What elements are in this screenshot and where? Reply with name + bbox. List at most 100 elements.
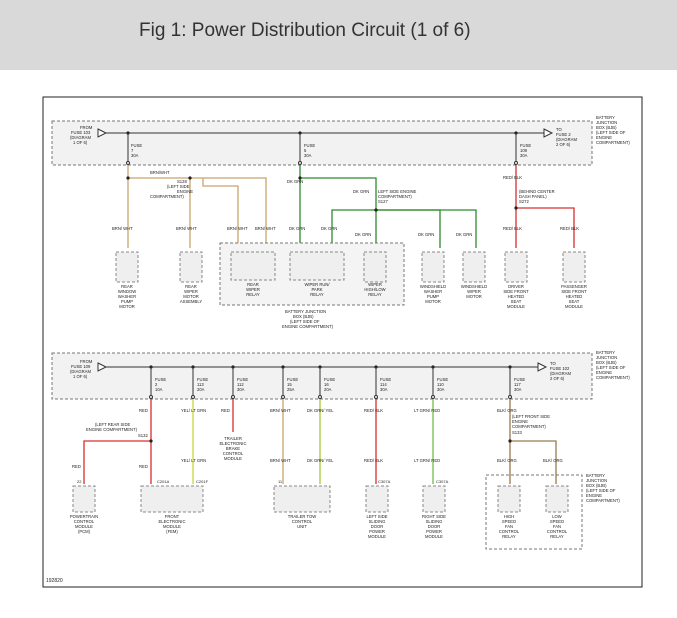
svg-text:BATTERY: BATTERY (586, 473, 605, 478)
svg-text:FUSE: FUSE (437, 377, 448, 382)
svg-text:(FEM): (FEM) (166, 529, 178, 534)
wire-labels-bottom: RED YEL/ LT GRN RED BRN/ WHT DK GRN/ YEL… (72, 408, 563, 469)
rear-wiper-relay-box (230, 251, 276, 281)
svg-text:ENGINE: ENGINE (586, 493, 602, 498)
svg-text:COMPARTMENT): COMPARTMENT) (586, 498, 620, 503)
svg-text:HIGH/LOW: HIGH/LOW (364, 287, 385, 292)
rear-window-washer-pump-box (115, 251, 139, 283)
svg-text:BLK/ ORG: BLK/ ORG (497, 458, 517, 463)
svg-text:DK GRN/ YEL: DK GRN/ YEL (307, 458, 334, 463)
left-sliding-door-box (365, 485, 389, 513)
svg-text:POWER: POWER (426, 529, 442, 534)
svg-text:7: 7 (131, 148, 134, 153)
svg-text:BRN/ WHT: BRN/ WHT (176, 226, 197, 231)
label-right-sliding-door-power-module: RIGHT SIDE SLIDING DOOR POWER MODULE (422, 514, 446, 539)
splice-s127-dot (374, 208, 378, 212)
to-arrow-top (543, 128, 554, 138)
svg-text:30A: 30A (380, 387, 388, 392)
from-arrow-top (97, 128, 108, 138)
svg-text:FROM: FROM (80, 125, 93, 130)
from-label-bottom: FROM FUSE 109 (DIAGRAM 1 OF 6) (70, 359, 93, 379)
svg-text:CONTROL: CONTROL (499, 529, 520, 534)
svg-text:ENGINE: ENGINE (177, 189, 193, 194)
svg-text:REAR: REAR (247, 282, 259, 287)
fuse-5: FUSE 5 30A (298, 131, 315, 165)
svg-text:109: 109 (520, 148, 528, 153)
bottom-component-labels: POWERTRAIN CONTROL MODULE (PCM) FRONT EL… (70, 514, 568, 539)
splice-s128-label: S128 (LEFT SIDE ENGINE COMPARTMENT) (150, 179, 193, 199)
svg-text:S127: S127 (378, 199, 388, 204)
right-sliding-door-box (422, 485, 446, 513)
svg-text:DK GRN: DK GRN (355, 232, 371, 237)
svg-text:DK GRN: DK GRN (287, 179, 303, 184)
svg-text:(LEFT SIDE OF: (LEFT SIDE OF (596, 130, 626, 135)
svg-text:30A: 30A (131, 153, 139, 158)
svg-text:MOTOR: MOTOR (119, 304, 135, 309)
pin-labels-bottom: 22 C201A C201F 11 C307A C307A (77, 479, 449, 484)
svg-text:(DIAGRAM: (DIAGRAM (556, 137, 577, 142)
svg-text:WIPER: WIPER (368, 282, 382, 287)
svg-text:RED: RED (221, 408, 230, 413)
svg-text:MODULE: MODULE (425, 534, 443, 539)
svg-text:30A: 30A (437, 387, 445, 392)
svg-text:2: 2 (155, 382, 158, 387)
svg-text:CONTROL: CONTROL (547, 529, 568, 534)
svg-text:ENGINE: ENGINE (512, 419, 528, 424)
svg-text:11: 11 (278, 479, 283, 484)
svg-text:SPEED: SPEED (502, 519, 516, 524)
svg-text:WIPER: WIPER (246, 287, 260, 292)
svg-text:SPEED: SPEED (550, 519, 564, 524)
splice-s128-dot (188, 176, 192, 180)
svg-text:WINDSHIELD: WINDSHIELD (461, 284, 487, 289)
svg-text:LEFT SIDE: LEFT SIDE (366, 514, 387, 519)
svg-text:30A: 30A (304, 153, 312, 158)
wires-dk-grn (299, 165, 477, 248)
splice-top-left-dot (126, 176, 130, 180)
svg-text:MOTOR: MOTOR (425, 299, 441, 304)
svg-text:25A: 25A (287, 387, 295, 392)
svg-text:DK GRN/ YEL: DK GRN/ YEL (307, 408, 334, 413)
svg-text:POWERTRAIN: POWERTRAIN (70, 514, 98, 519)
label-windshield-washer-pump-motor: WINDSHIELD WASHER PUMP MOTOR (420, 284, 446, 304)
svg-text:PUMP: PUMP (121, 299, 133, 304)
wire-label-dkgrn-top: DK GRN (287, 179, 303, 184)
svg-text:MOTOR: MOTOR (183, 294, 199, 299)
svg-text:FUSE: FUSE (304, 143, 315, 148)
svg-text:WIPER: WIPER (467, 289, 481, 294)
label-low-speed-fan-control-relay: LOW SPEED FAN CONTROL RELAY (547, 514, 568, 539)
svg-text:RED: RED (139, 464, 148, 469)
bjb-box-bottom (51, 352, 593, 400)
svg-text:RIGHT SIDE: RIGHT SIDE (422, 514, 446, 519)
bjb-label-bottom: BATTERY JUNCTION BOX (BJB) (LEFT SIDE OF… (596, 350, 630, 380)
svg-text:BATTERY: BATTERY (596, 350, 615, 355)
label-left-sliding-door-power-module: LEFT SIDE SLIDING DOOR POWER MODULE (366, 514, 387, 539)
svg-text:30A: 30A (514, 387, 522, 392)
splice-dkgrn-dot (298, 176, 302, 180)
svg-text:117: 117 (514, 382, 521, 387)
svg-text:UNIT: UNIT (297, 524, 307, 529)
svg-text:DOOR: DOOR (428, 524, 441, 529)
wire-label-brn-wht: BRN/WHT (150, 170, 170, 175)
svg-text:5: 5 (304, 148, 307, 153)
svg-text:FAN: FAN (505, 524, 513, 529)
svg-text:30A: 30A (237, 387, 245, 392)
svg-text:RELAY: RELAY (502, 534, 516, 539)
svg-text:BATTERY: BATTERY (596, 115, 615, 120)
low-speed-fan-relay-box (545, 485, 569, 513)
svg-text:TRAILER: TRAILER (224, 436, 242, 441)
svg-text:BRN/ WHT: BRN/ WHT (227, 226, 248, 231)
svg-text:MODULE: MODULE (368, 534, 386, 539)
svg-text:FUSE: FUSE (131, 143, 142, 148)
svg-text:JUNCTION: JUNCTION (596, 120, 617, 125)
svg-text:WINDSHIELD: WINDSHIELD (420, 284, 446, 289)
svg-text:YEL/ LT GRN: YEL/ LT GRN (181, 408, 206, 413)
svg-text:BRN/ WHT: BRN/ WHT (270, 458, 291, 463)
svg-text:(LEFT SIDE OF: (LEFT SIDE OF (290, 319, 320, 324)
svg-text:REAR: REAR (185, 284, 197, 289)
svg-text:DK GRN: DK GRN (321, 226, 337, 231)
